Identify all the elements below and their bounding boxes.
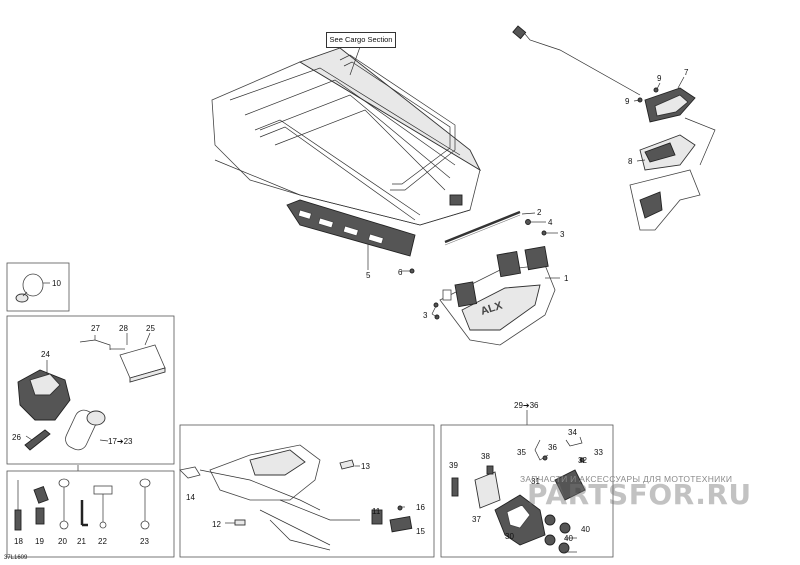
part-8-light-bracket: [629, 134, 701, 231]
callout-23: 23: [140, 537, 149, 546]
callout-29-36: 29➔36: [514, 401, 539, 410]
callout-40: 40: [581, 525, 590, 534]
callout-28: 28: [119, 324, 128, 333]
callout-10: 10: [52, 279, 61, 288]
callout-39: 39: [449, 461, 458, 470]
diagram-id: 37L1609: [4, 555, 28, 561]
callout-5: 5: [366, 271, 371, 280]
watermark-site: PARTSFOR.RU: [527, 478, 752, 511]
callout-34: 34: [568, 428, 577, 437]
callout-32: 32: [578, 456, 587, 465]
callout-27: 27: [91, 324, 100, 333]
callout-9: 9: [625, 97, 630, 106]
callout-numbers: 1 2 3 3 4 5 6 7 8 9 9 10 11 12 13 14 15 …: [12, 68, 689, 546]
see-cargo-section-label: See Cargo Section: [326, 32, 396, 48]
callout-22: 22: [98, 537, 107, 546]
callout-19: 19: [35, 537, 44, 546]
callout-24: 24: [41, 350, 50, 359]
callout-21: 21: [77, 537, 86, 546]
part-5-side-plate: [286, 199, 416, 257]
part-7-tail-light: [512, 25, 696, 123]
callout-15: 15: [416, 527, 425, 536]
callout-17-23: 17➔23: [108, 437, 133, 446]
callout-12: 12: [212, 520, 221, 529]
callout-2: 2: [537, 208, 542, 217]
callout-3: 3: [560, 230, 565, 239]
callout-31: 31: [531, 477, 540, 486]
callout-30: 30: [505, 532, 514, 541]
watermark-tagline: ЗАПЧАСТИ И АКСЕССУАРЫ ДЛЯ МОТОТЕХНИКИ: [520, 474, 733, 484]
part-1-rear-bumper: ALX: [439, 246, 556, 346]
callout-26: 26: [12, 433, 21, 442]
part-2-strip: [444, 210, 521, 246]
callout-1: 1: [564, 274, 569, 283]
callout-36: 36: [548, 443, 557, 452]
bracket-leader: [684, 117, 716, 166]
callout-37: 37: [472, 515, 481, 524]
callout-9: 9: [657, 74, 662, 83]
callout-25: 25: [146, 324, 155, 333]
mount-kit-group: [440, 410, 614, 558]
callout-7: 7: [684, 68, 689, 77]
callout-11: 11: [372, 507, 381, 516]
callout-18: 18: [14, 537, 23, 546]
callout-38: 38: [481, 452, 490, 461]
callout-35: 35: [517, 448, 526, 457]
callout-4: 4: [548, 218, 553, 227]
tool-kit-group: [6, 470, 175, 558]
callout-3: 3: [423, 311, 428, 320]
callout-20: 20: [58, 537, 67, 546]
snowmobile-group: [179, 424, 435, 558]
callout-40: 40: [564, 534, 573, 543]
leader-lines-upper: [349, 46, 685, 318]
callout-13: 13: [361, 462, 370, 471]
kit-box-group: [6, 315, 175, 471]
callout-8: 8: [628, 157, 633, 166]
callout-16: 16: [416, 503, 425, 512]
callout-33: 33: [594, 448, 603, 457]
cargo-rack: [211, 47, 482, 226]
part-10-mirror-group: [6, 262, 70, 312]
callout-6: 6: [398, 268, 403, 277]
callout-14: 14: [186, 493, 195, 502]
